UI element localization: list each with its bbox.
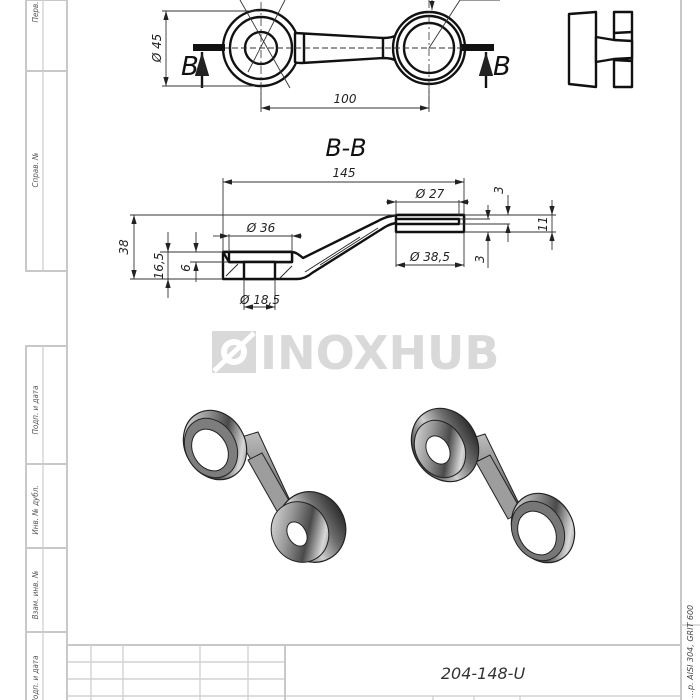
section-counterbore-36 xyxy=(227,250,294,264)
dim-counterbore-depth: 6 xyxy=(179,264,193,272)
dim-overall-height: 38 xyxy=(117,239,131,255)
dim-diameter-45: Ø 45 xyxy=(150,34,164,64)
isometric-view-2 xyxy=(410,407,576,564)
dim-large-counterbore: Ø 36 xyxy=(246,221,276,235)
dim-bore: Ø 18,5 xyxy=(239,293,280,307)
side-label-podp-2: Подп. и дата xyxy=(31,655,40,700)
side-label-vzam-inv: Взам. инв. № xyxy=(31,571,40,620)
dim-bottom-step: 3 xyxy=(473,255,487,263)
section-letter-left: B xyxy=(181,52,199,82)
side-label-podp-1: Подп. и дата xyxy=(31,385,40,434)
section-view: B-B 145 Ø 27 Ø 38,5 xyxy=(117,134,556,310)
section-letter-right: B xyxy=(493,52,511,82)
dim-small-outer: Ø 38,5 xyxy=(409,250,450,264)
side-label-inv-dubl: Инв. № дубл. xyxy=(31,485,40,534)
material-note: …р. AISI 304, GRIT 600 xyxy=(686,605,695,698)
section-cut-mark-right xyxy=(462,44,494,51)
isometric-view-1 xyxy=(182,409,347,563)
section-bore-18 xyxy=(242,260,277,281)
side-view xyxy=(567,10,634,89)
watermark-text: INOXHUB xyxy=(260,326,499,380)
dim-top-step: 3 xyxy=(492,186,506,194)
dim-center-distance: 100 xyxy=(334,92,357,106)
watermark-logo-icon xyxy=(212,331,256,373)
side-label-sprav: Справ. № xyxy=(31,152,40,187)
drawing-number: 204-148-U xyxy=(441,664,526,683)
dim-height-offset: 16,5 xyxy=(152,253,166,280)
watermark: INOXHUB xyxy=(212,326,499,380)
section-cut-mark-left xyxy=(193,44,225,51)
top-view: B B Ø 45 100 xyxy=(150,0,511,112)
dim-ring-height: 11 xyxy=(536,216,550,231)
section-title: B-B xyxy=(325,134,366,162)
dim-overall-length: 145 xyxy=(333,166,356,180)
side-label-perv: Перв. xyxy=(31,2,40,23)
dim-small-counterbore: Ø 27 xyxy=(415,187,445,201)
side-stamp: Перв. Справ. № Подп. и дата Инв. № дубл.… xyxy=(25,0,68,700)
